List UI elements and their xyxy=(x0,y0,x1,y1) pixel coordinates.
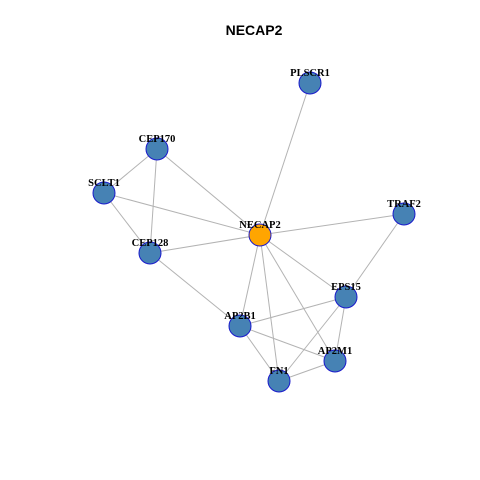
node-label-eps15: EPS15 xyxy=(331,282,361,293)
node-cep170 xyxy=(145,137,169,161)
edge-necap2-cep170 xyxy=(156,148,261,236)
node-ap2b1 xyxy=(228,314,252,338)
edge-cep170-cep128 xyxy=(149,148,158,254)
edge-necap2-cep128 xyxy=(149,234,261,254)
node-layer xyxy=(92,71,416,393)
node-traf2 xyxy=(392,202,416,226)
node-label-plscr1: PLSCR1 xyxy=(290,68,330,79)
edge-traf2-eps15 xyxy=(345,213,405,298)
node-label-ap2m1: AP2M1 xyxy=(318,346,352,357)
node-label-traf2: TRAF2 xyxy=(387,199,421,210)
node-label-cep170: CEP170 xyxy=(139,134,176,145)
node-label-fn1: FN1 xyxy=(269,366,288,377)
node-label-ap2b1: AP2B1 xyxy=(224,311,256,322)
edge-necap2-sclt1 xyxy=(103,192,261,236)
edge-ap2b1-ap2m1 xyxy=(239,325,336,362)
node-plscr1 xyxy=(298,71,322,95)
diagram-title: NECAP2 xyxy=(226,22,283,38)
node-ap2m1 xyxy=(323,349,347,373)
edge-necap2-plscr1 xyxy=(259,82,311,236)
edge-eps15-ap2b1 xyxy=(239,296,347,327)
node-necap2 xyxy=(248,223,272,247)
node-label-cep128: CEP128 xyxy=(132,238,169,249)
node-label-sclt1: SCLT1 xyxy=(88,178,120,189)
node-cep128 xyxy=(138,241,162,265)
edge-layer xyxy=(103,82,405,382)
node-fn1 xyxy=(267,369,291,393)
edge-necap2-fn1 xyxy=(259,234,280,382)
edge-necap2-eps15 xyxy=(259,234,347,298)
edge-necap2-ap2m1 xyxy=(259,234,336,362)
node-sclt1 xyxy=(92,181,116,205)
edge-necap2-traf2 xyxy=(259,213,405,236)
edge-sclt1-cep128 xyxy=(103,192,151,254)
node-eps15 xyxy=(334,285,358,309)
edge-eps15-fn1 xyxy=(278,296,347,382)
node-label-necap2: NECAP2 xyxy=(239,220,280,231)
edge-cep128-ap2b1 xyxy=(149,252,241,327)
edge-necap2-ap2b1 xyxy=(239,234,261,327)
